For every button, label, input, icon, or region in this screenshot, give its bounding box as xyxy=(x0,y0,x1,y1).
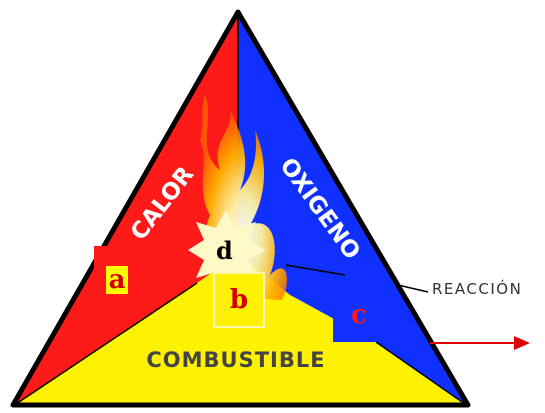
reaccion-pointer-line xyxy=(285,264,346,276)
red-arrow-head xyxy=(514,336,530,350)
marker-c: c xyxy=(333,287,385,342)
inner-edge-left xyxy=(15,282,198,405)
marker-b: b xyxy=(213,272,265,328)
reaccion-pointer-line-2 xyxy=(397,284,429,293)
burst-shape xyxy=(188,210,266,290)
combustible-face xyxy=(16,255,465,404)
marker-a-text: a xyxy=(105,266,129,294)
inner-edge-right xyxy=(375,341,466,405)
triangle-outline xyxy=(10,9,471,408)
marker-d: d xyxy=(216,236,233,265)
marker-a: a xyxy=(94,246,140,300)
reaccion-label: REACCIÓN xyxy=(432,280,523,298)
combustible-label: COMBUSTIBLE xyxy=(146,348,325,372)
